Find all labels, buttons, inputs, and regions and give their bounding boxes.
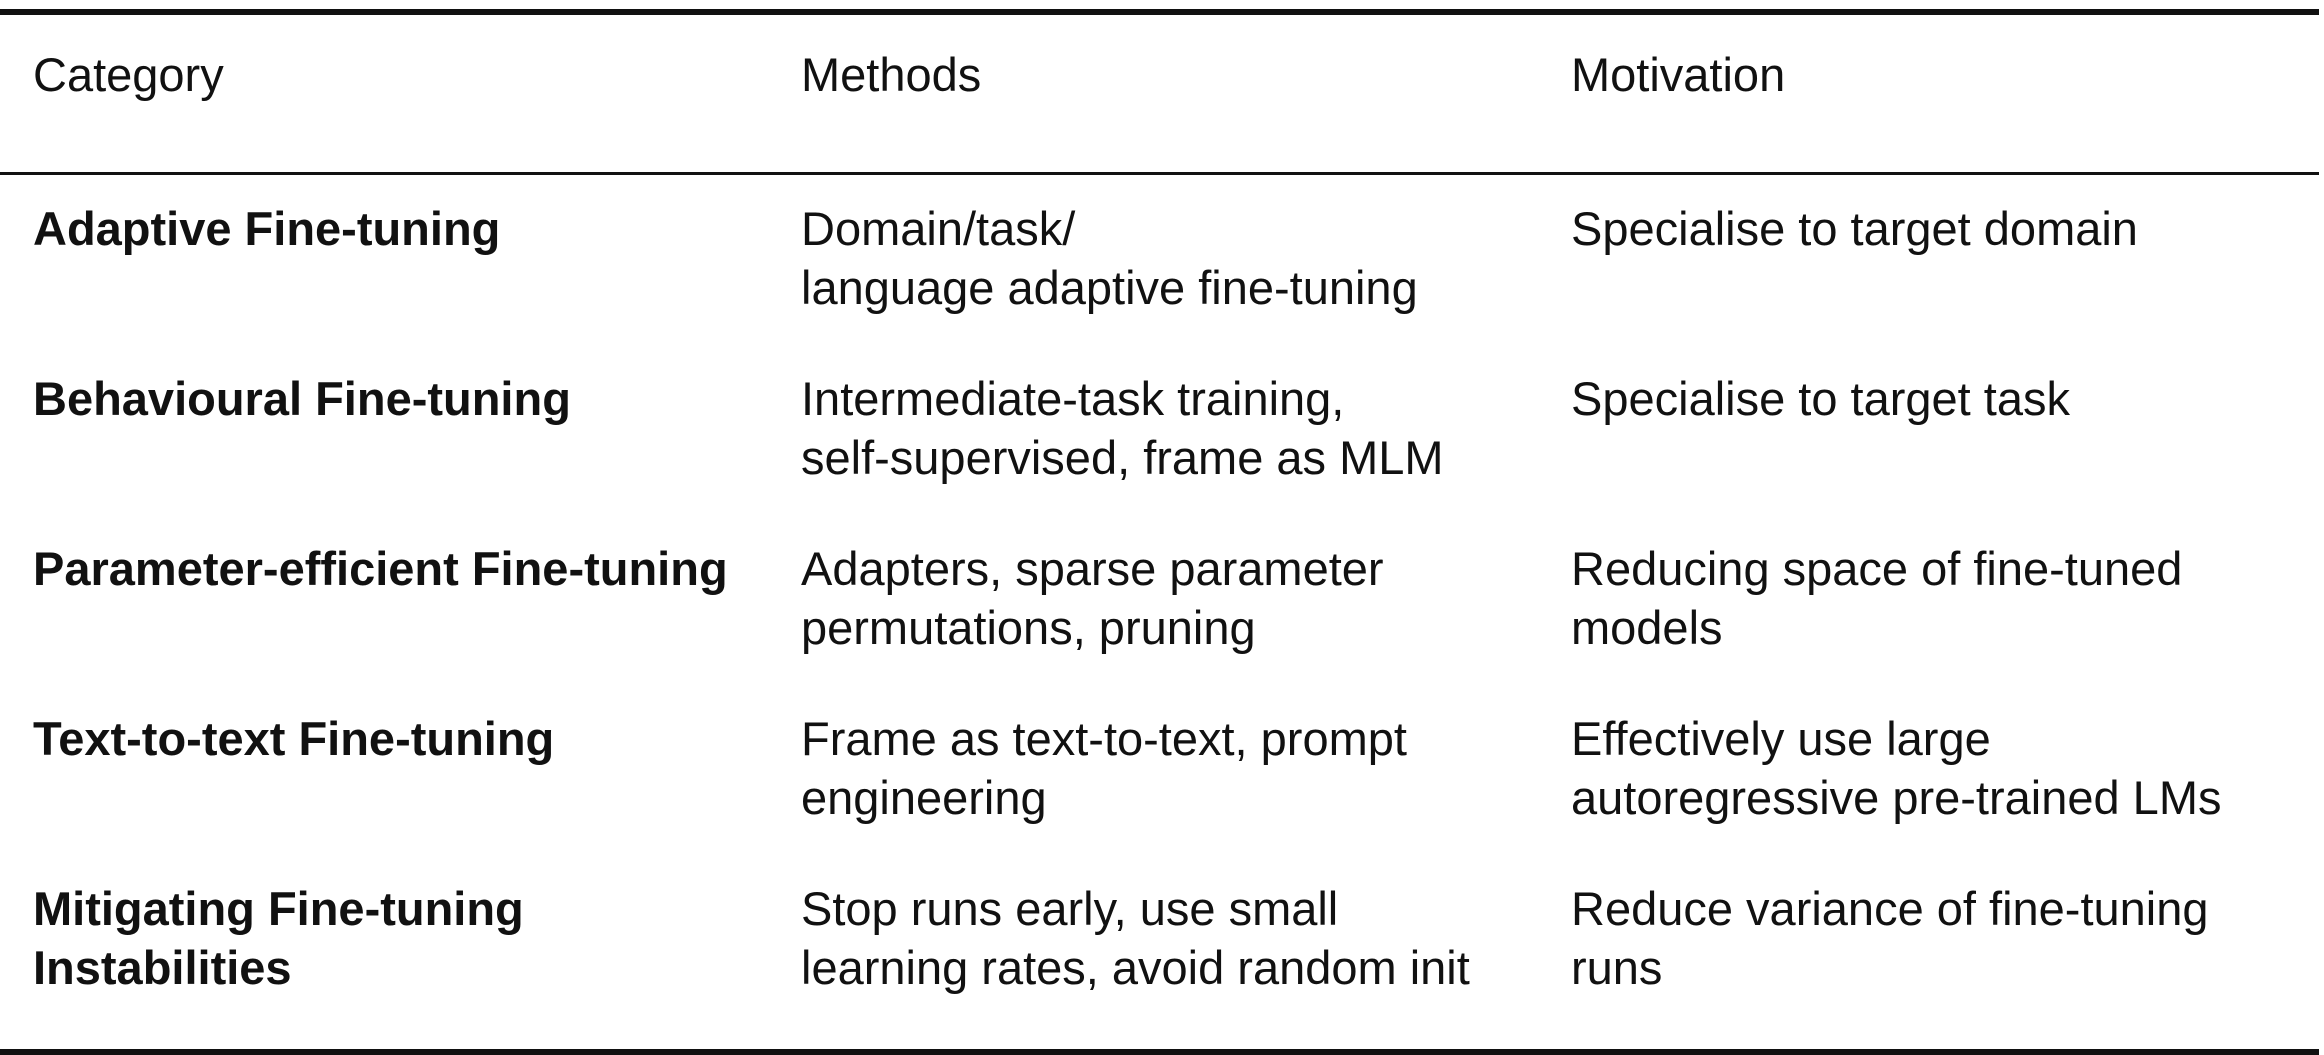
motivation-text: Reducing space of fine-tuned bbox=[1571, 542, 2183, 595]
methods-text: Domain/task/ bbox=[801, 202, 1076, 255]
methods-cell: Stop runs early, use small learning rate… bbox=[768, 879, 1538, 1052]
methods-text: Adapters, sparse parameter bbox=[801, 542, 1384, 595]
category-text: Parameter-efficient Fine-tuning bbox=[33, 542, 728, 595]
category-cell: Parameter-efficient Fine-tuning bbox=[0, 539, 768, 709]
header-motivation: Motivation bbox=[1538, 12, 2319, 175]
methods-cell: Intermediate-task training, self-supervi… bbox=[768, 369, 1538, 539]
motivation-text: Effectively use large bbox=[1571, 712, 1991, 765]
methods-text: Frame as text-to-text, prompt bbox=[801, 712, 1407, 765]
methods-text: Intermediate-task training, bbox=[801, 372, 1345, 425]
methods-text: engineering bbox=[801, 771, 1047, 824]
table-body: Adaptive Fine-tuning Domain/task/ langua… bbox=[0, 174, 2319, 1053]
category-cell: Mitigating Fine-tuning Instabilities bbox=[0, 879, 768, 1052]
motivation-text: Specialise to target task bbox=[1571, 372, 2070, 425]
category-text: Adaptive Fine-tuning bbox=[33, 202, 501, 255]
category-cell: Adaptive Fine-tuning bbox=[0, 174, 768, 370]
motivation-text: runs bbox=[1571, 941, 1663, 994]
table-row: Mitigating Fine-tuning Instabilities Sto… bbox=[0, 879, 2319, 1052]
methods-text: self-supervised, frame as MLM bbox=[801, 431, 1444, 484]
motivation-text: autoregressive pre-trained LMs bbox=[1571, 771, 2222, 824]
motivation-cell: Effectively use large autoregressive pre… bbox=[1538, 709, 2319, 879]
methods-text: Stop runs early, use small bbox=[801, 882, 1339, 935]
category-text: Behavioural Fine-tuning bbox=[33, 372, 571, 425]
fine-tuning-methods-table: Category Methods Motivation Adaptive Fin… bbox=[0, 9, 2319, 1055]
category-text: Instabilities bbox=[33, 941, 292, 994]
methods-cell: Frame as text-to-text, prompt engineerin… bbox=[768, 709, 1538, 879]
motivation-cell: Reduce variance of fine-tuning runs bbox=[1538, 879, 2319, 1052]
methods-text: permutations, pruning bbox=[801, 601, 1256, 654]
table-header: Category Methods Motivation bbox=[0, 12, 2319, 175]
methods-text: learning rates, avoid random init bbox=[801, 941, 1470, 994]
motivation-text: Reduce variance of fine-tuning bbox=[1571, 882, 2209, 935]
category-text: Mitigating Fine-tuning bbox=[33, 882, 524, 935]
header-methods: Methods bbox=[768, 12, 1538, 175]
header-row: Category Methods Motivation bbox=[0, 12, 2319, 175]
methods-cell: Domain/task/ language adaptive fine-tuni… bbox=[768, 174, 1538, 370]
motivation-text: models bbox=[1571, 601, 1723, 654]
methods-cell: Adapters, sparse parameter permutations,… bbox=[768, 539, 1538, 709]
table-row: Parameter-efficient Fine-tuning Adapters… bbox=[0, 539, 2319, 709]
table-row: Behavioural Fine-tuning Intermediate-tas… bbox=[0, 369, 2319, 539]
methods-text: language adaptive fine-tuning bbox=[801, 261, 1418, 314]
page: Category Methods Motivation Adaptive Fin… bbox=[0, 9, 2319, 1055]
table-row: Adaptive Fine-tuning Domain/task/ langua… bbox=[0, 174, 2319, 370]
category-cell: Behavioural Fine-tuning bbox=[0, 369, 768, 539]
header-category: Category bbox=[0, 12, 768, 175]
category-cell: Text-to-text Fine-tuning bbox=[0, 709, 768, 879]
motivation-text: Specialise to target domain bbox=[1571, 202, 2138, 255]
table-row: Text-to-text Fine-tuning Frame as text-t… bbox=[0, 709, 2319, 879]
motivation-cell: Reducing space of fine-tuned models bbox=[1538, 539, 2319, 709]
motivation-cell: Specialise to target task bbox=[1538, 369, 2319, 539]
motivation-cell: Specialise to target domain bbox=[1538, 174, 2319, 370]
category-text: Text-to-text Fine-tuning bbox=[33, 712, 555, 765]
